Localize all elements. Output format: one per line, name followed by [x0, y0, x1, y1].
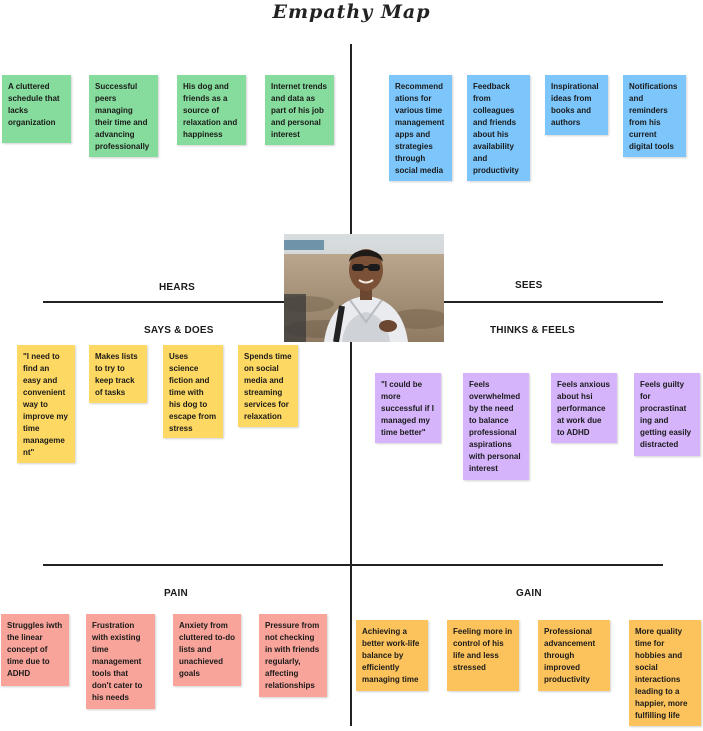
sticky-note-sees-1: Recommend ations for various time manage…: [389, 75, 452, 181]
section-label-hears: HEARS: [159, 282, 196, 293]
section-label-thinks-feels: THINKS & FEELS: [490, 325, 576, 336]
section-label-says-does: SAYS & DOES: [144, 325, 214, 336]
horizontal-divider-right: [444, 301, 663, 303]
sticky-note-hears-4: Internet trends and data as part of his …: [265, 75, 334, 145]
sticky-note-sees-4: Notifications and reminders from his cur…: [623, 75, 686, 157]
sticky-note-pain-4: Pressure from not checking in with frien…: [259, 614, 327, 697]
section-label-pain: PAIN: [164, 588, 188, 599]
sticky-note-hears-3: His dog and friends as a source of relax…: [177, 75, 246, 145]
horizontal-divider-left: [43, 301, 284, 303]
vertical-divider: [350, 44, 352, 726]
sticky-note-gain-2: Feeling more in control of his life and …: [447, 620, 519, 691]
page-title: Empathy Map: [272, 1, 431, 23]
sticky-note-hears-2: Successful peers managing their time and…: [89, 75, 158, 157]
sticky-note-gain-1: Achieving a better work-life balance by …: [356, 620, 428, 691]
sticky-note-pain-1: Struggles iwth the linear concept of tim…: [1, 614, 69, 686]
sticky-note-sees-2: Feedback from colleagues and friends abo…: [467, 75, 530, 181]
sticky-note-says-4: Spends time on social media and streamin…: [238, 345, 298, 427]
sticky-note-thinks-3: Feels anxious about hsi performance at w…: [551, 373, 617, 443]
sticky-note-hears-1: A cluttered schedule that lacks organiza…: [2, 75, 71, 143]
sticky-note-pain-3: Anxiety from cluttered to-do lists and u…: [173, 614, 241, 686]
section-label-sees: SEES: [515, 280, 543, 291]
sticky-note-pain-2: Frustration with existing time managemen…: [86, 614, 155, 709]
sticky-note-says-3: Uses science fiction and time with his d…: [163, 345, 223, 438]
horizontal-divider-bottom: [43, 564, 663, 566]
sticky-note-gain-4: More quality time for hobbies and social…: [629, 620, 701, 726]
sticky-note-says-1: "I need to find an easy and convenient w…: [17, 345, 75, 463]
section-label-gain: GAIN: [516, 588, 542, 599]
sticky-note-thinks-1: "I could be more successful if I managed…: [375, 373, 441, 443]
sticky-note-thinks-2: Feels overwhelmed by the need to balance…: [463, 373, 529, 480]
sticky-note-sees-3: Inspirational ideas from books and autho…: [545, 75, 608, 135]
persona-photo: [284, 234, 444, 342]
sticky-note-says-2: Makes lists to try to keep track of task…: [89, 345, 147, 403]
sticky-note-thinks-4: Feels guilty for procrastinat ing and ge…: [634, 373, 700, 456]
sticky-note-gain-3: Professional advancement through improve…: [538, 620, 610, 691]
